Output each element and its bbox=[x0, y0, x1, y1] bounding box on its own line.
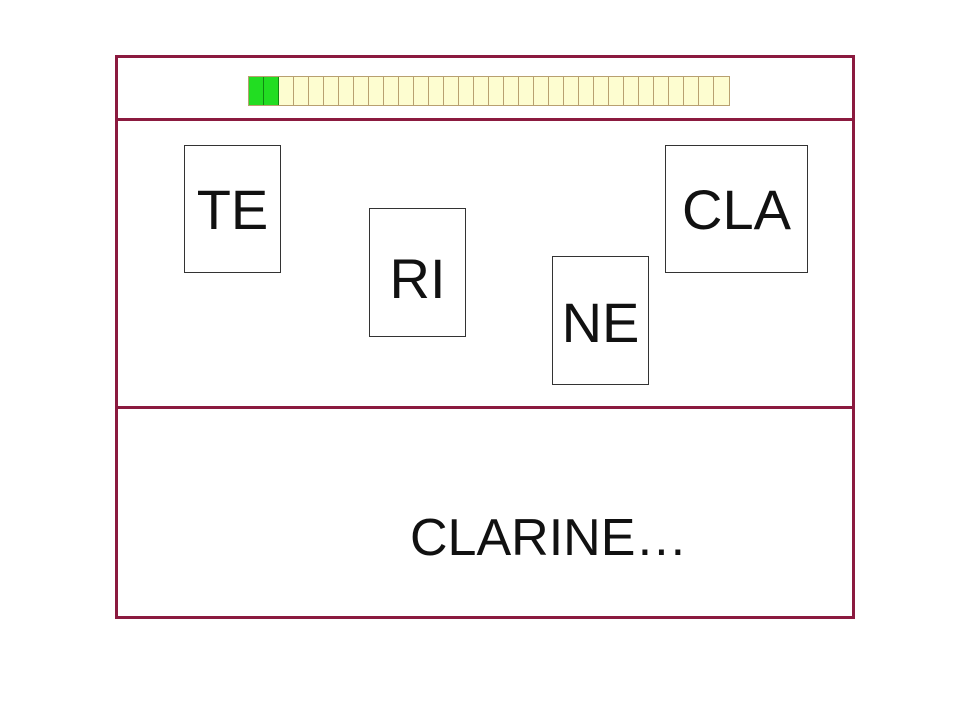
progress-segment-empty bbox=[654, 77, 669, 105]
progress-segment-empty bbox=[669, 77, 684, 105]
progress-segment-empty bbox=[534, 77, 549, 105]
progress-segment-empty bbox=[579, 77, 594, 105]
progress-segment-empty bbox=[384, 77, 399, 105]
syllable-card-te[interactable]: TE bbox=[184, 145, 281, 273]
answer-word: CLARINE… bbox=[410, 509, 688, 567]
progress-segment-empty bbox=[519, 77, 534, 105]
progress-segment-empty bbox=[444, 77, 459, 105]
progress-segment-empty bbox=[339, 77, 354, 105]
progress-segment-empty bbox=[309, 77, 324, 105]
progress-segment-empty bbox=[489, 77, 504, 105]
top-divider bbox=[115, 118, 855, 121]
syllable-card-label: NE bbox=[561, 291, 640, 354]
progress-segment-empty bbox=[624, 77, 639, 105]
progress-segment-empty bbox=[564, 77, 579, 105]
syllable-card-label: TE bbox=[196, 178, 269, 241]
syllable-card-label: CLA bbox=[682, 178, 791, 241]
syllable-card-ne[interactable]: NE bbox=[552, 256, 649, 385]
progress-segment-empty bbox=[474, 77, 489, 105]
game-frame bbox=[115, 55, 855, 619]
progress-segment-empty bbox=[594, 77, 609, 105]
syllable-card-ri[interactable]: RI bbox=[369, 208, 466, 337]
progress-segment-empty bbox=[429, 77, 444, 105]
progress-segment-empty bbox=[279, 77, 294, 105]
progress-bar bbox=[248, 76, 730, 106]
progress-segment-empty bbox=[399, 77, 414, 105]
progress-segment-empty bbox=[354, 77, 369, 105]
progress-segment-empty bbox=[639, 77, 654, 105]
progress-segment-empty bbox=[294, 77, 309, 105]
progress-segment-empty bbox=[504, 77, 519, 105]
syllable-card-label: RI bbox=[389, 247, 446, 310]
progress-segment-empty bbox=[609, 77, 624, 105]
progress-segment-empty bbox=[459, 77, 474, 105]
progress-segment-filled bbox=[249, 77, 264, 105]
progress-segment-filled bbox=[264, 77, 279, 105]
progress-segment-empty bbox=[699, 77, 714, 105]
progress-segment-empty bbox=[714, 77, 729, 105]
progress-segment-empty bbox=[324, 77, 339, 105]
bottom-divider bbox=[115, 406, 855, 409]
syllable-card-cla[interactable]: CLA bbox=[665, 145, 808, 273]
progress-segment-empty bbox=[549, 77, 564, 105]
progress-segment-empty bbox=[369, 77, 384, 105]
progress-segment-empty bbox=[684, 77, 699, 105]
progress-segment-empty bbox=[414, 77, 429, 105]
